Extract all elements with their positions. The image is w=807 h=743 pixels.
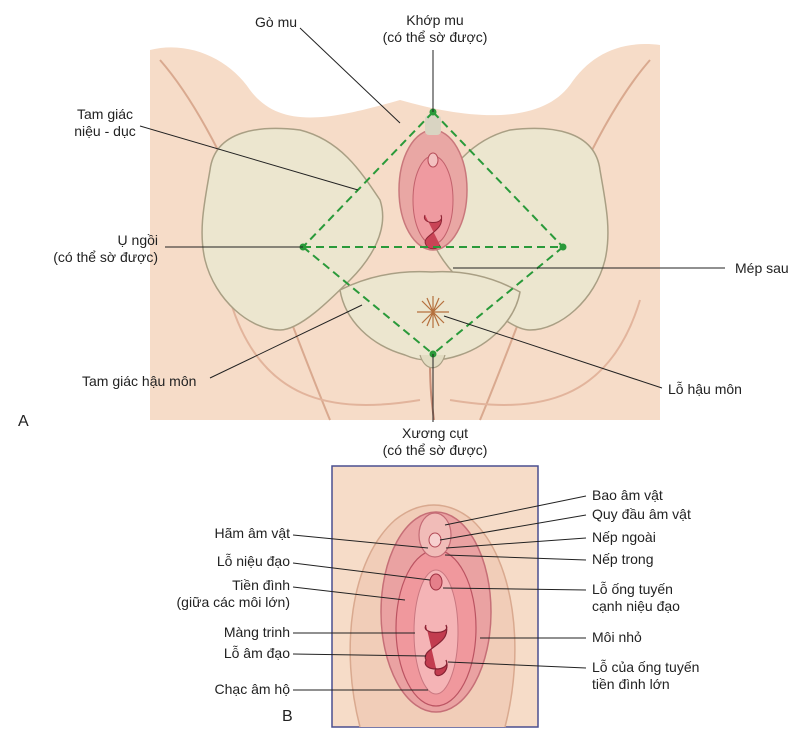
glans-clitoris-b <box>428 532 442 548</box>
panel-a-illustration <box>139 27 725 422</box>
pubic-symphysis-mark <box>425 115 441 135</box>
label-pubic-symphysis-line2: (có thể sờ được) <box>382 29 488 45</box>
label-ischial-tuberosity: Ụ ngồi (có thể sờ được) <box>8 232 158 266</box>
label-paraurethral-line2: cạnh niệu đạo <box>592 598 680 614</box>
clitoris-a <box>427 152 439 168</box>
leader-lines-b <box>292 495 587 691</box>
label-frenulum-clitoris: Hãm âm vật <box>214 525 290 541</box>
label-posterior-commissure: Mép sau <box>735 260 789 276</box>
label-bartholin-orifice: Lỗ của ống tuyến tiền đình lớn <box>592 659 699 693</box>
label-bartholin-line2: tiền đình lớn <box>592 676 670 692</box>
label-paraurethral-line1: Lỗ ống tuyến <box>592 581 673 597</box>
label-outer-fold: Nếp ngoài <box>592 529 656 545</box>
urethral-orifice-b <box>429 573 443 591</box>
label-inner-fold: Nếp trong <box>592 551 654 567</box>
label-ischial-tuberosity-line2: (có thể sờ được) <box>53 249 158 265</box>
label-pubic-symphysis: Khớp mu (có thể sờ được) <box>370 12 500 46</box>
left-buttock <box>229 299 421 406</box>
label-mons-pubis: Gò mu <box>255 14 298 30</box>
label-ischial-tuberosity-line1: Ụ ngồi <box>117 232 158 248</box>
label-fourchette: Chạc âm hộ <box>214 681 290 697</box>
label-vestibule: Tiền đình (giữa các môi lớn) <box>130 577 290 611</box>
label-vestibule-line2: (giữa các môi lớn) <box>176 594 290 610</box>
label-clitoral-hood: Bao âm vật <box>592 487 663 503</box>
label-hymen: Màng trinh <box>223 624 290 640</box>
panel-b-illustration <box>292 465 587 728</box>
label-vestibule-line1: Tiền đình <box>232 577 290 593</box>
label-urogenital-triangle: Tam giác niệu - dục <box>60 106 150 140</box>
label-labia-minora: Môi nhỏ <box>592 629 642 645</box>
anus-mark <box>417 296 449 328</box>
label-anus: Lỗ hậu môn <box>668 381 742 397</box>
label-coccyx-line1: Xương cụt <box>401 425 469 441</box>
label-glans-clitoris: Quy đầu âm vật <box>592 506 691 522</box>
label-urogenital-triangle-line1: Tam giác <box>76 106 134 122</box>
label-urogenital-triangle-line2: niệu - dục <box>74 123 136 139</box>
perineal-diamond <box>302 111 564 355</box>
hymen-vaginal-orifice-b <box>424 624 448 677</box>
label-coccyx-line2: (có thể sờ được) <box>382 442 488 458</box>
label-pubic-symphysis-line1: Khớp mu <box>406 12 464 28</box>
vaginal-opening-a <box>423 214 443 250</box>
sacrum <box>339 270 521 361</box>
label-bartholin-line1: Lỗ của ống tuyến <box>592 659 700 675</box>
label-urethral-orifice: Lỗ niệu đạo <box>216 553 290 569</box>
leader-lines-a <box>139 27 725 422</box>
label-anal-triangle: Tam giác hậu môn <box>82 373 197 389</box>
right-buttock <box>449 299 641 406</box>
panel-b-letter: B <box>282 708 293 725</box>
pelvis-left <box>201 127 384 331</box>
label-paraurethral-orifice: Lỗ ống tuyến cạnh niệu đạo <box>592 581 680 615</box>
label-coccyx: Xương cụt (có thể sờ được) <box>370 425 500 459</box>
panel-a-letter: A <box>18 413 29 430</box>
label-vaginal-orifice: Lỗ âm đạo <box>223 645 290 661</box>
